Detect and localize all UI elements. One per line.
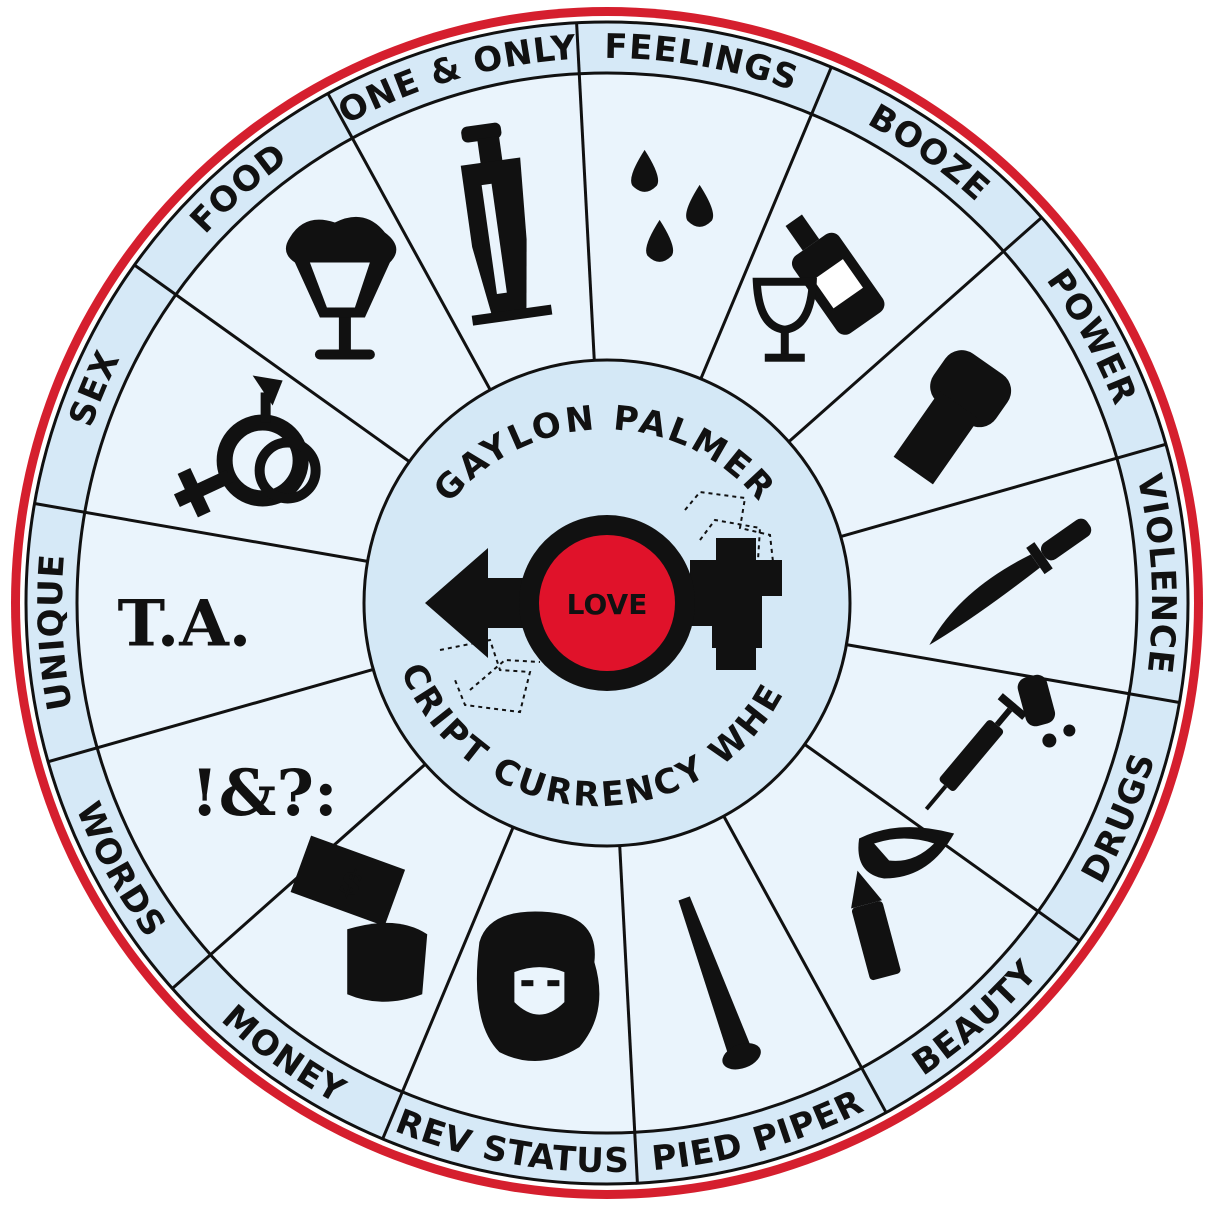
svg-text:T.A.: T.A. [118,587,252,662]
revolutionary-portrait-icon [477,912,600,1062]
svg-text:!&?:: !&?: [191,756,338,831]
love-label: LOVE [567,588,648,621]
punctuation-icon: !&?: [191,756,338,831]
ta-letters-icon: T.A. [118,587,252,662]
